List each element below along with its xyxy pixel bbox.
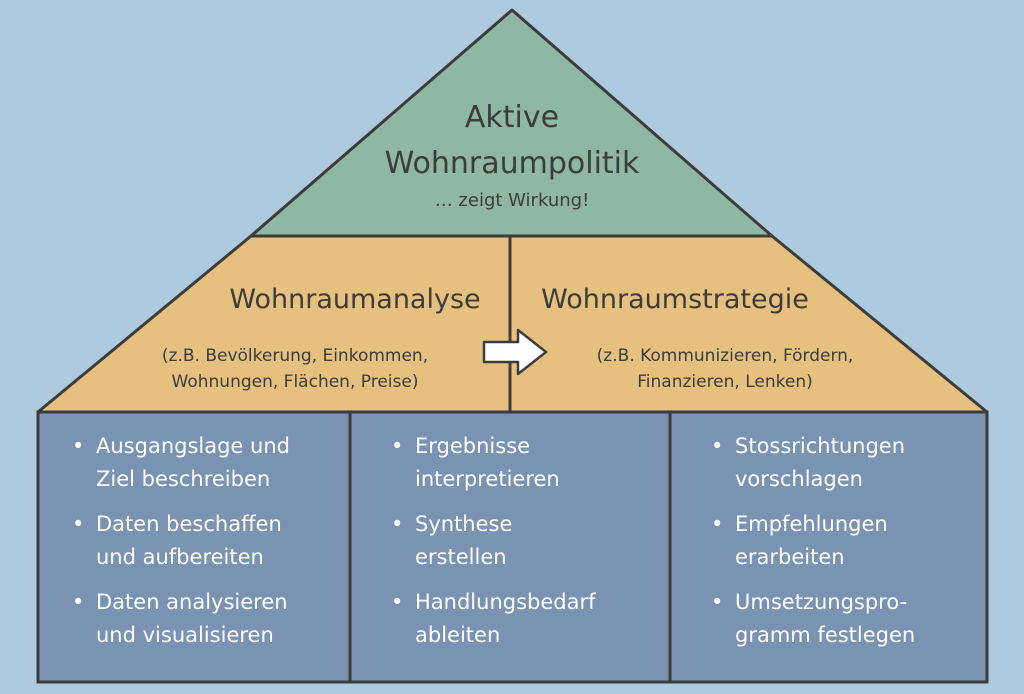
list-item-line2: gramm festlegen [735,623,916,647]
list-item-line2: ableiten [415,623,501,647]
list-item-line2: Ziel beschreiben [96,467,271,491]
roof-title-line2: Wohnraumpolitik [384,146,640,181]
analysis-heading: Wohnraumanalyse [229,284,481,315]
analysis-examples: (z.B. Bevölkerung, Einkommen, Wohnungen,… [130,343,460,395]
list-item-line1: Handlungsbedarf [415,590,596,614]
list-item-line1: Umsetzungspro- [735,590,908,614]
list-item-line1: Synthese [415,512,513,536]
list-item: Umsetzungspro-gramm festlegen [703,586,915,652]
list-item: Synthese erstellen [383,508,596,574]
list-item-line2: erstellen [415,545,507,569]
analysis-examples-line2: Wohnungen, Flächen, Preise) [171,372,419,392]
list-item: Stossrichtungen vorschlagen [703,430,915,496]
list-item-line2: erarbeiten [735,545,845,569]
list-item-line2: interpretieren [415,467,560,491]
list-item-line1: Ergebnisse [415,434,531,458]
list-item-line1: Ausgangslage und [96,434,290,458]
strategy-heading: Wohnraumstrategie [541,284,809,315]
list-item: Handlungsbedarf ableiten [383,586,596,652]
task-list: Ergebnisse interpretieren Synthese erstell… [383,430,596,652]
list-item-line2: vorschlagen [735,467,863,491]
foundation-column-strategy: Stossrichtungen vorschlagen Empfehlungen e… [703,430,915,664]
list-item-line2: und aufbereiten [96,545,264,569]
strategy-examples: (z.B. Kommunizieren, Fördern, Finanziere… [560,343,890,395]
foundation-column-synthesis: Ergebnisse interpretieren Synthese erstell… [383,430,596,664]
list-item-line2: und visualisieren [96,623,274,647]
analysis-examples-line1: (z.B. Bevölkerung, Einkommen, [161,346,429,366]
roof-title-line1: Aktive [464,100,560,135]
roof-subtitle: … zeigt Wirkung! [434,190,590,211]
list-item: Daten beschaffen und aufbereiten [64,508,290,574]
list-item-line1: Daten analysieren [96,590,288,614]
list-item-line1: Empfehlungen [735,512,888,536]
right-arrow-icon [482,328,548,376]
list-item-line1: Daten beschaffen [96,512,282,536]
task-list: Stossrichtungen vorschlagen Empfehlungen e… [703,430,915,652]
list-item: Empfehlungen erarbeiten [703,508,915,574]
strategy-examples-line1: (z.B. Kommunizieren, Fördern, [596,346,854,366]
list-item-line1: Stossrichtungen [735,434,906,458]
list-item: Daten analysieren und visualisieren [64,586,290,652]
list-item: Ergebnisse interpretieren [383,430,596,496]
strategy-examples-line2: Finanzieren, Lenken) [637,372,813,392]
